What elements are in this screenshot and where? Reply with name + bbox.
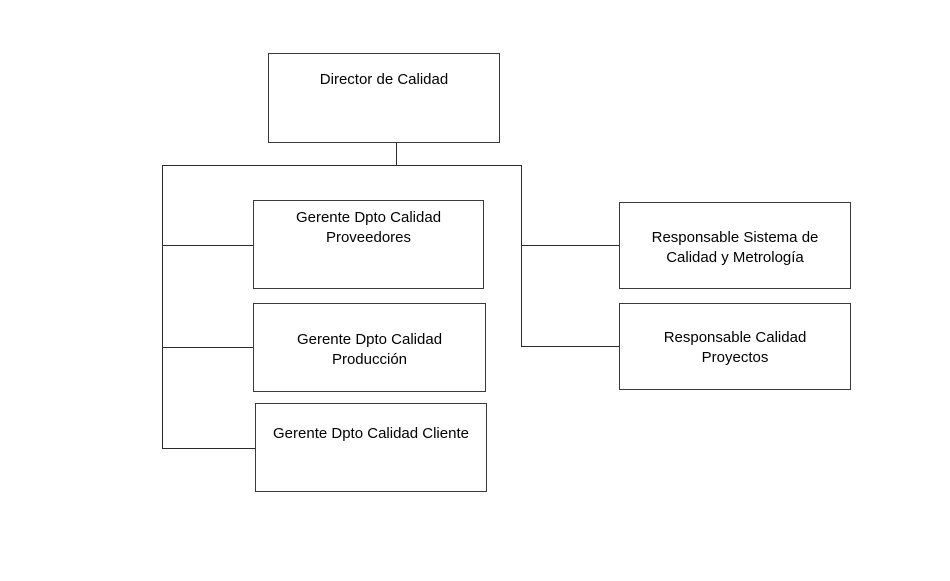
org-node-label: Proyectos xyxy=(701,349,769,366)
org-node-resp-calidad-proyectos: Responsable Calidad Proyectos xyxy=(619,303,851,390)
org-node-label: Responsable Sistema de xyxy=(651,229,819,246)
connector-top-rail xyxy=(162,165,521,166)
connector-stub-produccion xyxy=(162,347,253,348)
org-node-gerente-proveedores: Gerente Dpto Calidad Proveedores xyxy=(253,200,484,289)
connector-stub-cliente xyxy=(162,448,255,449)
org-node-gerente-produccion: Gerente Dpto Calidad Producción xyxy=(253,303,486,392)
org-node-label: Responsable Calidad xyxy=(663,329,807,346)
org-node-label: Proveedores xyxy=(325,229,412,246)
org-node-label: Gerente Dpto Calidad Cliente xyxy=(273,425,469,442)
connector-stub-sistema xyxy=(521,245,619,246)
org-node-label: Gerente Dpto Calidad xyxy=(296,331,443,348)
connector-stub-proyectos xyxy=(521,346,619,347)
org-node-label: Gerente Dpto Calidad xyxy=(295,209,442,226)
connector-left-rail xyxy=(162,165,163,448)
org-node-resp-sistema-metrologia: Responsable Sistema de Calidad y Metrolo… xyxy=(619,202,851,289)
org-node-director: Director de Calidad xyxy=(268,53,500,143)
org-node-label: Producción xyxy=(331,351,408,368)
org-node-label: Director de Calidad xyxy=(319,71,449,88)
org-node-gerente-cliente: Gerente Dpto Calidad Cliente xyxy=(255,403,487,492)
connector-right-rail xyxy=(521,165,522,346)
connector-stub-proveedores xyxy=(162,245,253,246)
org-node-label: Calidad y Metrología xyxy=(666,249,804,266)
connector-root-drop xyxy=(396,143,397,165)
